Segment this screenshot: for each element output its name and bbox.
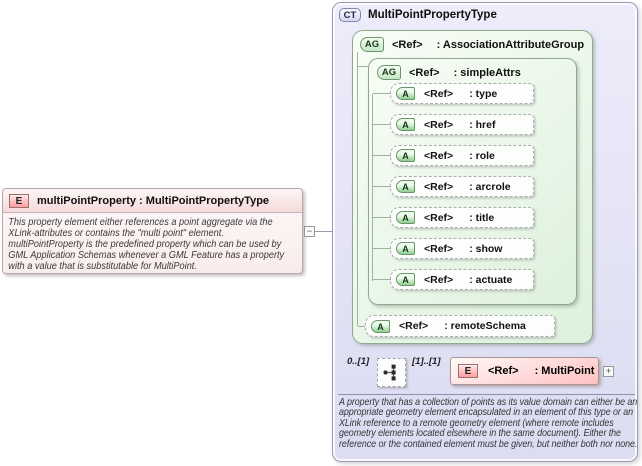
complextype-badge-icon: CT [339,8,361,22]
ref-label: <Ref> [424,87,454,100]
ref-label: <Ref> [424,118,454,131]
attribute-badge-icon: A [396,273,415,286]
annotation-divider [338,394,635,395]
ref-label: <Ref> [424,273,454,286]
group-header: AG <Ref> : AssociationAttributeGroup [353,31,592,52]
group-name: : simpleAttrs [453,66,521,79]
attribute-badge-icon: A [371,319,390,333]
ref-label: <Ref> [424,180,454,193]
connector-line [358,326,365,327]
attribute-badge-icon: A [396,180,415,193]
attribute-name: : title [469,211,495,224]
connector-line [357,52,358,326]
connector-line [315,231,342,232]
attribute-name: : role [469,149,495,162]
attribute-row-remoteschema[interactable]: A <Ref> : remoteSchema [365,315,555,337]
connector-line [358,66,368,67]
connector-line [373,124,391,125]
expand-icon[interactable]: + [603,366,614,377]
attribute-row-title[interactable]: A <Ref> : title [373,207,534,228]
element-title: multiPointProperty : MultiPointPropertyT… [37,194,270,207]
element-box-multipoint[interactable]: E <Ref> : MultiPoint [450,357,599,385]
attribute-name: : href [469,118,496,131]
element-badge-icon: E [9,193,29,208]
attribute-badge-icon: A [396,242,415,255]
group-header: AG <Ref> : simpleAttrs [369,59,576,80]
occurrence-label-before: 0..[1] [347,356,370,367]
sequence-compositor[interactable] [377,358,406,387]
attribute-row-arcrole[interactable]: A <Ref> : arcrole [373,176,534,197]
connector-line [373,279,391,280]
complextype-title: MultiPointPropertyType [368,9,497,21]
element-box-multipointproperty[interactable]: E multiPointProperty : MultiPointPropert… [2,188,303,274]
attribute-row-actuate[interactable]: A <Ref> : actuate [373,269,534,290]
attribute-badge-icon: A [396,211,415,224]
connector-line [373,93,391,94]
ref-label: <Ref> [424,242,454,255]
attribute-row-href[interactable]: A <Ref> : href [373,114,534,135]
attribute-row-role[interactable]: A <Ref> : role [373,145,534,166]
group-name: : AssociationAttributeGroup [436,38,585,51]
attribute-name: : remoteSchema [444,320,526,332]
ref-label: <Ref> [392,38,423,51]
connector-line [373,217,391,218]
attribute-row-type[interactable]: A <Ref> : type [373,83,534,104]
ref-label: <Ref> [424,149,454,162]
attribute-name: : arcrole [469,180,511,193]
attribute-badge-icon: A [396,87,415,100]
complextype-header: CT MultiPointPropertyType [339,8,497,22]
attribute-row-show[interactable]: A <Ref> : show [373,238,534,259]
element-badge-icon: E [458,364,478,378]
connector-line [373,186,391,187]
ref-label: <Ref> [399,320,429,332]
element-name: : MultiPoint [534,365,595,377]
ref-label: <Ref> [424,211,454,224]
collapse-icon[interactable]: − [304,226,315,237]
attribute-name: : type [469,87,498,100]
attribute-name: : actuate [469,273,513,286]
attribute-group-badge-icon: AG [360,37,384,52]
occurrence-label-after: [1]..[1] [412,356,441,367]
complextype-annotation-text: A property that has a collection of poin… [339,397,638,450]
ref-label: <Ref> [488,365,519,377]
attribute-badge-icon: A [396,118,415,131]
element-annotation-text: This property element either references … [8,217,285,272]
connector-line [373,155,391,156]
connector-line [372,94,373,281]
sequence-icon [383,364,396,381]
attribute-badge-icon: A [396,149,415,162]
element-header[interactable]: E multiPointProperty : MultiPointPropert… [3,189,302,213]
ref-label: <Ref> [409,66,440,79]
connector-line [373,248,391,249]
attribute-name: : show [469,242,503,255]
attribute-group-badge-icon: AG [377,65,401,80]
